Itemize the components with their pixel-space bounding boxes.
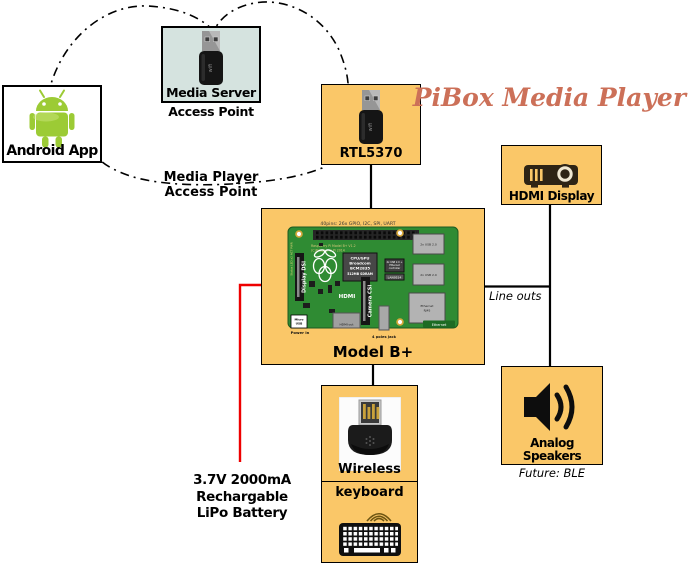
media-server-label: Media Server xyxy=(166,85,256,101)
pi-usb-port-top: 2x USB 2.0 xyxy=(420,243,437,247)
battery-label: 3.7V 2000mA Rechargable LiPo Battery xyxy=(172,472,312,522)
pi-hdmi-out-label: HDMI out xyxy=(340,323,355,327)
node-wireless-keyboard: Wireless keyboard xyxy=(321,385,418,563)
pi-power-in-label: Power In xyxy=(291,330,310,335)
analog-speakers-label: Analog Speakers xyxy=(522,435,582,463)
keyboard-icon xyxy=(338,512,401,556)
usb-wifi-dongle-icon: wifi xyxy=(199,31,223,85)
rtl5370-label: RTL5370 xyxy=(339,145,403,161)
raspberry-pi-board-image: 40pins: 26x GPIO, I2C, SPI, UART Raspber… xyxy=(287,221,459,339)
pi-micro-usb-line1: Micro xyxy=(295,318,304,322)
dongle-wifi-text: wifi xyxy=(368,123,374,132)
pi-copyright: (C)Raspberry Pi 2014 xyxy=(311,249,345,253)
line-outs-label: Line outs xyxy=(489,289,542,303)
pi-soc-line4: 512MB SDRAM xyxy=(347,272,373,276)
page-title: PiBox Media Player xyxy=(412,83,686,112)
dongle-wifi-text: wifi xyxy=(208,64,214,73)
pi-model-note: Raspberry Pi Model B+ V1.2 xyxy=(311,244,356,248)
pi-ethernet-port-line2: RJ45 xyxy=(424,309,431,313)
pi-micro-usb-line2: USB xyxy=(296,322,303,326)
battery-wire xyxy=(238,283,261,462)
pi-jack-label: 4 poles jack xyxy=(372,335,397,339)
raspberry-logo xyxy=(312,249,338,283)
pi-soc-line1: CPU/GPU xyxy=(350,256,369,261)
wireless-keyboard-label-line2: keyboard xyxy=(335,485,404,500)
pi-ethernet-port-line1: Ethernet xyxy=(421,304,435,308)
pi-display-dsi: Display DSI xyxy=(302,261,308,293)
pi-gpio-note: 40pins: 26x GPIO, I2C, SPI, UART xyxy=(320,221,395,227)
pi-soc-line3: BCM2835 xyxy=(350,266,370,271)
pi-hdmi-label: HDMI xyxy=(339,294,356,300)
model-b-plus-label: Model B+ xyxy=(332,342,414,361)
cloud-label-line2: Access Point xyxy=(164,184,258,200)
usb-wifi-dongle-icon: wifi xyxy=(359,90,383,144)
android-robot-icon xyxy=(29,89,75,148)
wifi-cloud-outline xyxy=(47,1,349,186)
analog-speakers-sublabel: Future: BLE xyxy=(518,466,586,480)
pi-soc-line2: Broadcom xyxy=(349,261,371,266)
pi-usb-chip-line2: Ethernet xyxy=(389,264,399,267)
node-analog-speakers: Analog Speakers xyxy=(501,366,603,465)
usb-nano-dongle-photo xyxy=(338,397,401,471)
battery-label-line2: Rechargable xyxy=(196,488,288,505)
media-server-sublabel: Access Point xyxy=(168,104,254,119)
cloud-label-line1: Media Player xyxy=(163,170,259,185)
battery-label-line3: LiPo Battery xyxy=(196,505,288,521)
speaker-icon xyxy=(524,383,575,431)
node-android-app: Android App xyxy=(2,85,102,163)
pi-usb-chip-line1: 4x USB 2.0 + xyxy=(387,261,403,264)
node-media-server: wifi Media Server xyxy=(161,26,261,103)
pi-status-leds: Status LED x2 ACT PWR xyxy=(290,242,294,275)
node-hdmi-display: HDMI Display xyxy=(501,145,602,205)
pi-ethernet-tag: Ethernet xyxy=(432,323,447,327)
wireless-keyboard-label-line1: Wireless xyxy=(338,462,401,477)
node-raspberry-pi-model-b-plus: 40pins: 26x GPIO, I2C, SPI, UART Raspber… xyxy=(261,208,485,365)
android-app-label: Android App xyxy=(6,142,98,159)
pi-usb-port-bottom: 2x USB 2.0 xyxy=(420,273,437,277)
projector-icon xyxy=(523,164,578,188)
cloud-label: Media Player Access Point xyxy=(146,170,276,200)
pi-usb-chip-line3: controller xyxy=(389,267,400,270)
pi-components xyxy=(303,243,340,313)
pi-usb-chip-label: LAN9514 xyxy=(388,276,402,280)
battery-label-line1: 3.7V 2000mA xyxy=(193,472,291,488)
pi-camera-csi: Camera CSI xyxy=(368,285,374,318)
keyboard-box-divider xyxy=(322,481,417,482)
node-rtl5370: wifi RTL5370 xyxy=(321,84,421,165)
hdmi-display-label: HDMI Display xyxy=(508,188,595,203)
